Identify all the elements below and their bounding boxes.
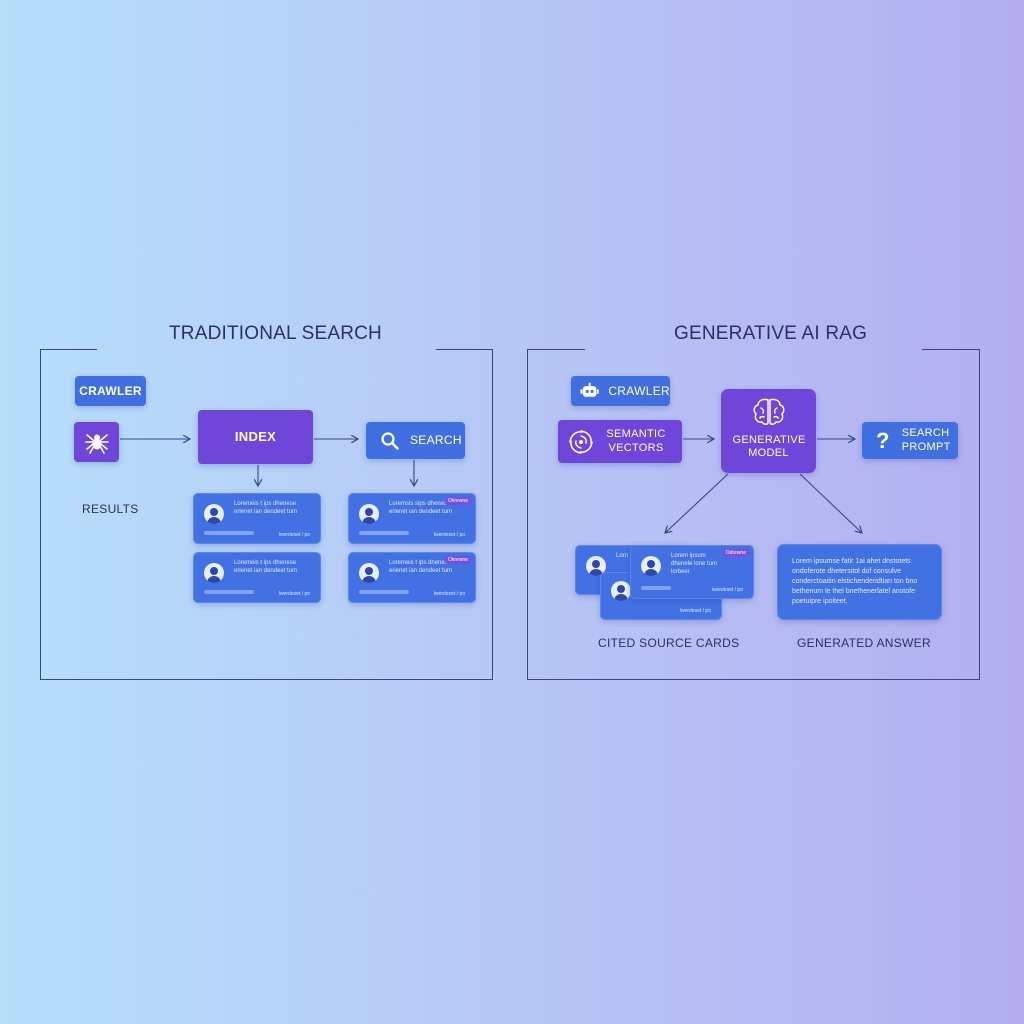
avatar — [204, 504, 224, 524]
right-frame-top-left — [527, 349, 585, 350]
source-text: Lorn pla — [616, 553, 638, 559]
generative-model-label: GENERATIVE MODEL — [732, 433, 806, 460]
right-frame-left — [527, 349, 528, 680]
brain-icon — [753, 398, 785, 425]
generated-answer-label: GENERATED ANSWER — [797, 636, 931, 650]
index-node: INDEX — [198, 410, 313, 464]
source-card: Lorem ipsum dhenele lone tum lorbeer Odr… — [630, 545, 754, 599]
source-text: Lorem ipsum dhenele lone tum lorbeer — [671, 553, 718, 575]
spider-icon — [84, 434, 109, 454]
result-card: Loremsis sips dhenese erienet ian dendee… — [348, 493, 476, 544]
rag-crawler-node: CRAWLER — [571, 376, 670, 406]
source-bar — [641, 586, 671, 590]
robot-icon — [580, 382, 599, 397]
arrow-model-to-answer — [799, 473, 862, 533]
cited-source-cards-label: CITED SOURCE CARDS — [598, 636, 740, 650]
result-text: Loremsis sips dhenese erienet ian dendee… — [389, 501, 453, 515]
rag-crawler-label: CRAWLER — [608, 383, 670, 398]
search-node: SEARCH — [366, 422, 465, 459]
left-frame-top-right — [436, 349, 493, 350]
results-label: RESULTS — [82, 502, 139, 516]
search-label: SEARCH — [410, 433, 462, 447]
arrow-model-to-sources — [665, 473, 729, 533]
result-meta: Iwerdeset / po — [278, 532, 310, 538]
result-bar — [204, 531, 254, 535]
left-frame-left — [40, 349, 41, 680]
source-meta: lwerdeset / po — [711, 587, 743, 593]
index-label: INDEX — [234, 428, 277, 444]
result-bar — [359, 531, 409, 535]
result-text: Loremeis t ips dhenese erienet ian dende… — [234, 501, 298, 515]
vortex-icon — [569, 429, 593, 454]
avatar — [359, 563, 379, 583]
semantic-vectors-label: SEMANTIC VECTORS — [606, 427, 666, 454]
avatar — [611, 581, 631, 601]
avatar — [641, 556, 661, 576]
result-badge: Okrewne — [444, 556, 471, 564]
question-icon: ? — [876, 427, 890, 453]
magnifier-icon — [381, 431, 399, 450]
generated-answer-text: Lorem ipsumse fatir 1ai ahet dnstotets o… — [792, 558, 918, 605]
left-frame-bottom — [40, 679, 493, 680]
right-panel-title: GENERATIVE AI RAG — [674, 323, 868, 344]
source-badge: Odrewne — [722, 549, 749, 557]
result-text: Loremeis t ips dhenese erienet ian dende… — [234, 560, 298, 574]
right-frame-right — [979, 349, 980, 680]
result-bar — [359, 590, 409, 594]
result-meta: Iwerdeset / po — [433, 532, 465, 538]
search-prompt-node: ? SEARCH PROMPT — [862, 422, 958, 459]
left-panel-title: TRADITIONAL SEARCH — [169, 323, 382, 344]
left-frame-top-left — [40, 349, 97, 350]
spider-node — [74, 422, 119, 462]
avatar — [204, 563, 224, 583]
source-meta: lwerdeset / po — [679, 608, 711, 614]
right-frame-bottom — [527, 679, 980, 680]
avatar — [586, 556, 606, 576]
generative-model-node: GENERATIVE MODEL — [721, 389, 816, 473]
result-card: Loremeis t ips dhenese erienet ian dende… — [348, 552, 476, 603]
right-frame-top-right — [922, 349, 980, 350]
result-bar — [204, 590, 254, 594]
result-meta: Iwerdeset / po — [433, 591, 465, 597]
result-badge: Okrewne — [444, 497, 471, 505]
result-card: Loremeis t ips dhenese erienet ian dende… — [193, 493, 321, 544]
crawler-label: CRAWLER — [79, 383, 142, 398]
result-text: Loremeis t ips dhenese erienet ian dende… — [389, 560, 453, 574]
left-frame-right — [492, 349, 493, 680]
result-card: Loremeis t ips dhenese erienet ian dende… — [193, 552, 321, 603]
avatar — [359, 504, 379, 524]
search-prompt-label: SEARCH PROMPT — [901, 426, 951, 453]
semantic-vectors-node: SEMANTIC VECTORS — [558, 420, 682, 463]
result-meta: Iwerdeset / po — [278, 591, 310, 597]
generated-answer-card: Lorem ipsumse fatir 1ai ahet dnstotets o… — [777, 544, 942, 620]
crawler-node: CRAWLER — [75, 376, 146, 406]
